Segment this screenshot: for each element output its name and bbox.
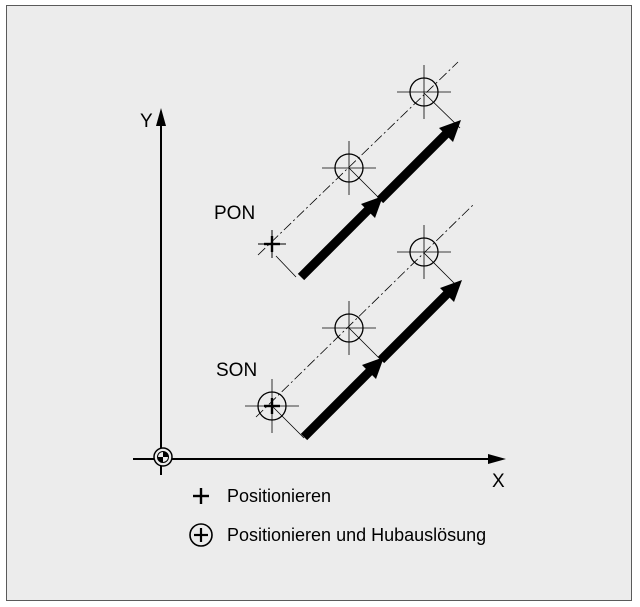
son-start-circled-plus-icon (245, 379, 299, 433)
circled-plus-icon (189, 523, 213, 547)
pon-offset-line-2 (423, 92, 461, 129)
y-axis-arrowhead (156, 108, 166, 126)
son-move-arrow-2 (377, 280, 462, 364)
son-offset-line-3 (423, 252, 459, 288)
son-move-arrow-1 (300, 357, 384, 441)
son-circle-1-icon (322, 301, 376, 355)
son-offset-line-2 (348, 327, 381, 360)
pon-circle-2-icon (397, 65, 451, 119)
x-axis-label: X (492, 471, 505, 492)
son-centerline-upper (255, 204, 474, 418)
legend: Positionieren Positionieren und Hubauslö… (189, 486, 486, 547)
legend-item-positionieren-hubausloesung: Positionieren und Hubauslösung (227, 525, 486, 545)
legend-item-positionieren: Positionieren (227, 486, 331, 506)
pon-sequence (257, 61, 461, 281)
y-axis-label: Y (140, 111, 153, 132)
pon-label: PON (214, 203, 255, 224)
diagram-frame (6, 5, 632, 601)
pon-start-plus-icon (258, 230, 286, 258)
son-offset-line-1 (271, 405, 305, 439)
pon-move-arrow-1 (297, 196, 383, 281)
origin-symbol (153, 447, 173, 467)
x-axis-arrowhead (488, 454, 506, 464)
pon-move-arrow-2 (376, 120, 461, 204)
son-sequence (245, 204, 474, 441)
pon-circle-1-icon (322, 141, 376, 195)
pon-offset-line (348, 167, 379, 198)
pon-centerline-lower (275, 255, 297, 278)
son-label: SON (216, 360, 257, 381)
son-circle-2-icon (397, 225, 451, 279)
coordinate-axes (133, 108, 506, 475)
plus-icon (193, 488, 209, 504)
